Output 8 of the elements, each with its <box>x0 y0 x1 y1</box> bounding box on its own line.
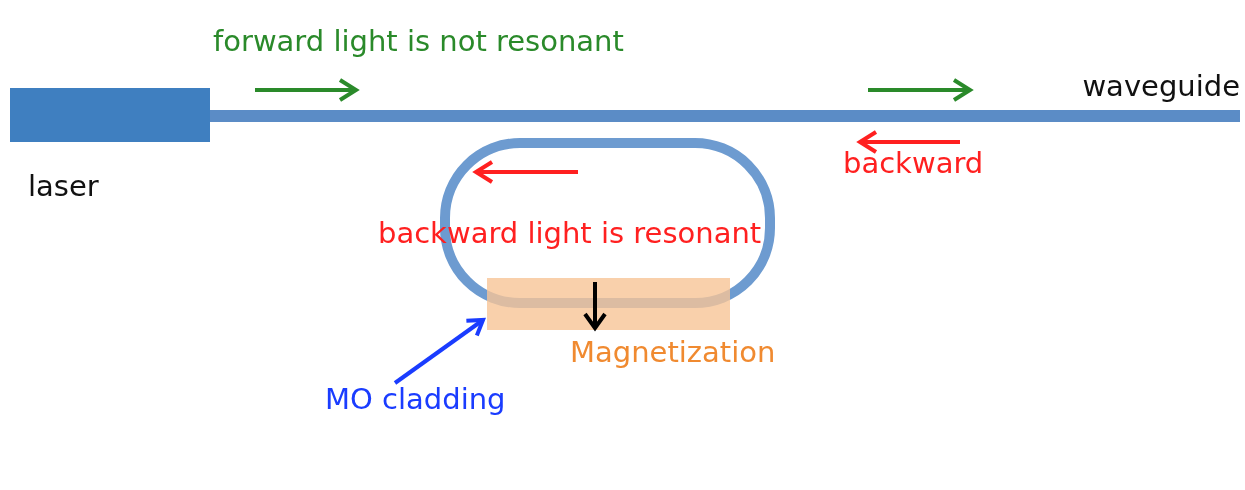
annotation-text: Magnetization <box>570 336 776 370</box>
node-label: laser <box>28 170 99 204</box>
node-label: MO cladding <box>325 383 506 417</box>
cladding-layer <box>487 278 730 330</box>
node-label: waveguide <box>1082 70 1240 104</box>
annotation-text: backward <box>843 147 984 181</box>
leader-line <box>393 318 485 385</box>
annotation-text: forward light is not resonant <box>213 25 624 59</box>
